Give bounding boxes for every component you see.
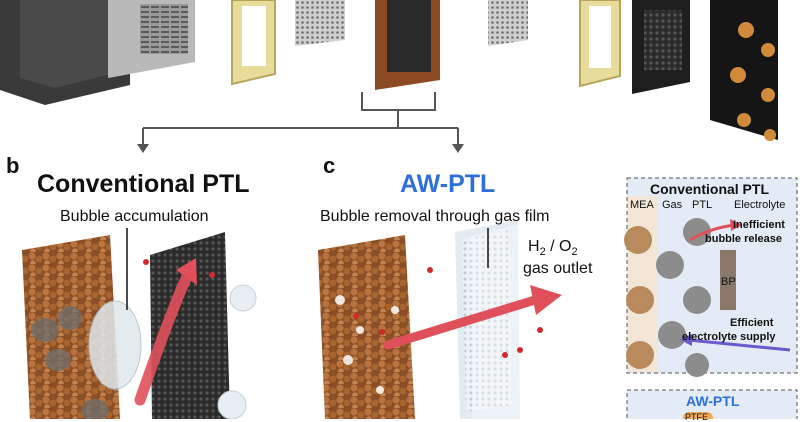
inset-conventional-box: [624, 177, 798, 377]
panel-b-title: Conventional PTL: [37, 170, 250, 198]
panel-b-caption: Bubble accumulation: [60, 208, 209, 225]
exploded-cell-stack: [0, 0, 778, 153]
gas-outlet-formula: H2 / O2: [528, 238, 578, 259]
panel-label-c: c: [323, 153, 336, 178]
ptl-mesh-left: [295, 0, 345, 46]
inset-label-ptl: PTL: [692, 199, 713, 211]
panel-label-b: b: [6, 153, 20, 178]
inset-aw-label-ptfe: PTFE: [685, 412, 709, 422]
ptl-mesh-right: [488, 0, 528, 46]
inset-conventional-title: Conventional PTL: [650, 181, 769, 197]
inset-label-gas: Gas: [662, 199, 683, 211]
inset-aw-box: [626, 389, 798, 419]
conventional-ptl-illustration: [22, 228, 257, 419]
accumulated-bubble: [88, 300, 142, 390]
panel-c-title: AW-PTL: [400, 170, 496, 198]
inset-note-supply-2: electrolyte supply: [682, 331, 776, 343]
inset-label-bp: BP: [721, 276, 736, 288]
inset-label-electrolyte: Electrolyte: [734, 199, 786, 211]
inset-note-release-1: Inefficient: [733, 219, 785, 231]
inset-note-supply-1: Efficient: [730, 317, 774, 329]
panel-c-caption: Bubble removal through gas film: [320, 208, 550, 225]
inset-aw-title: AW-PTL: [686, 393, 740, 409]
inset-label-mea: MEA: [630, 199, 654, 211]
gas-outlet-label: gas outlet: [523, 260, 593, 277]
aw-ptl-illustration: [318, 220, 562, 419]
inset-note-release-2: bubble release: [705, 233, 783, 245]
